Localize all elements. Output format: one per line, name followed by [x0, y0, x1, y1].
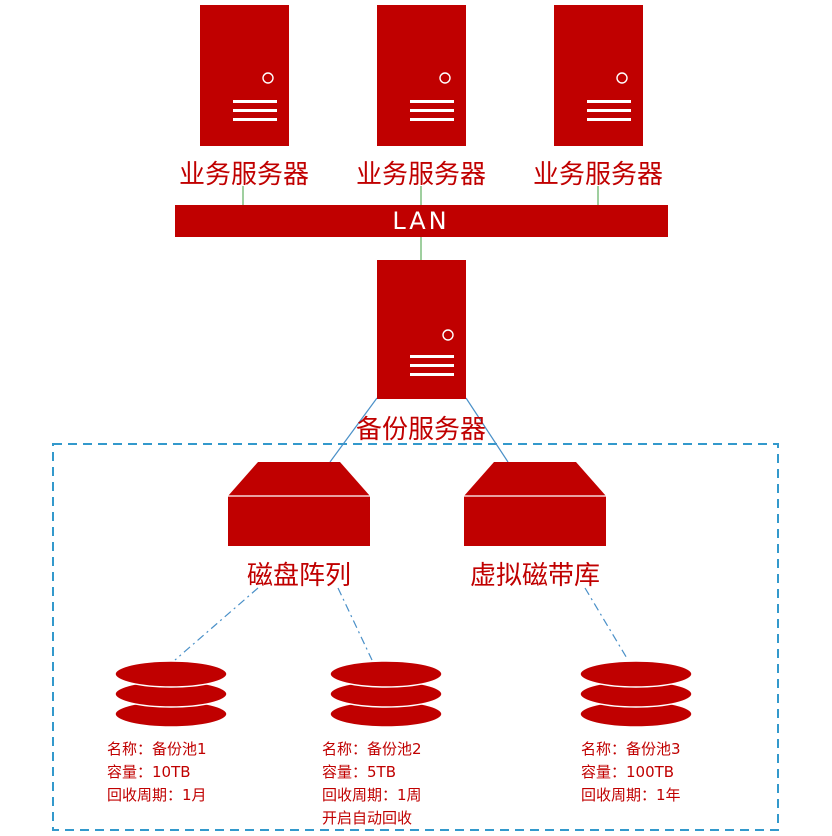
pool-2-name: 名称：备份池2 — [322, 740, 422, 758]
pool-1-name: 名称：备份池1 — [107, 740, 207, 758]
pool-3-name: 名称：备份池3 — [581, 740, 681, 758]
business-server-2-label: 业务服务器 — [355, 160, 486, 190]
link-vtl-pool3 — [584, 587, 629, 661]
server-tower-icon — [200, 5, 289, 146]
business-server-3-label: 业务服务器 — [532, 160, 663, 190]
link-disk-array-pool2 — [337, 587, 373, 661]
storage-zone-border — [52, 443, 779, 831]
pool-2-capacity: 容量：5TB — [322, 763, 396, 781]
vtl-label: 虚拟磁带库 — [469, 561, 600, 591]
pool-3-info: 名称：备份池3 容量：100TB 回收周期：1年 — [581, 738, 681, 807]
server-tower-icon — [554, 5, 643, 146]
disk-stack-icon — [114, 660, 228, 728]
pool-3-cycle: 回收周期：1年 — [581, 786, 681, 804]
pool-3-capacity: 容量：100TB — [581, 763, 675, 781]
server-tower-icon — [377, 260, 466, 399]
pool-2-cycle: 回收周期：1周 — [322, 786, 422, 804]
pool-2-auto-recycle: 开启自动回收 — [322, 809, 413, 827]
storage-appliance-icon — [228, 462, 370, 546]
disk-stack-icon — [329, 660, 443, 728]
pool-2-info: 名称：备份池2 容量：5TB 回收周期：1周 开启自动回收 — [322, 738, 422, 830]
link-backup-disk-array — [329, 397, 378, 463]
business-server-1-label: 业务服务器 — [178, 160, 309, 190]
storage-appliance-icon — [464, 462, 606, 546]
pool-1-capacity: 容量：10TB — [107, 763, 191, 781]
link-disk-array-pool1 — [174, 587, 259, 661]
pool-1-cycle: 回收周期：1月 — [107, 786, 207, 804]
disk-array-label: 磁盘阵列 — [246, 561, 351, 591]
lan-bar — [175, 205, 668, 237]
server-tower-icon — [377, 5, 466, 146]
backup-server-label: 备份服务器 — [355, 415, 486, 445]
pool-1-info: 名称：备份池1 容量：10TB 回收周期：1月 — [107, 738, 207, 807]
disk-stack-icon — [579, 660, 693, 728]
link-backup-vtl — [465, 397, 509, 463]
lan-label: LAN — [392, 207, 450, 235]
